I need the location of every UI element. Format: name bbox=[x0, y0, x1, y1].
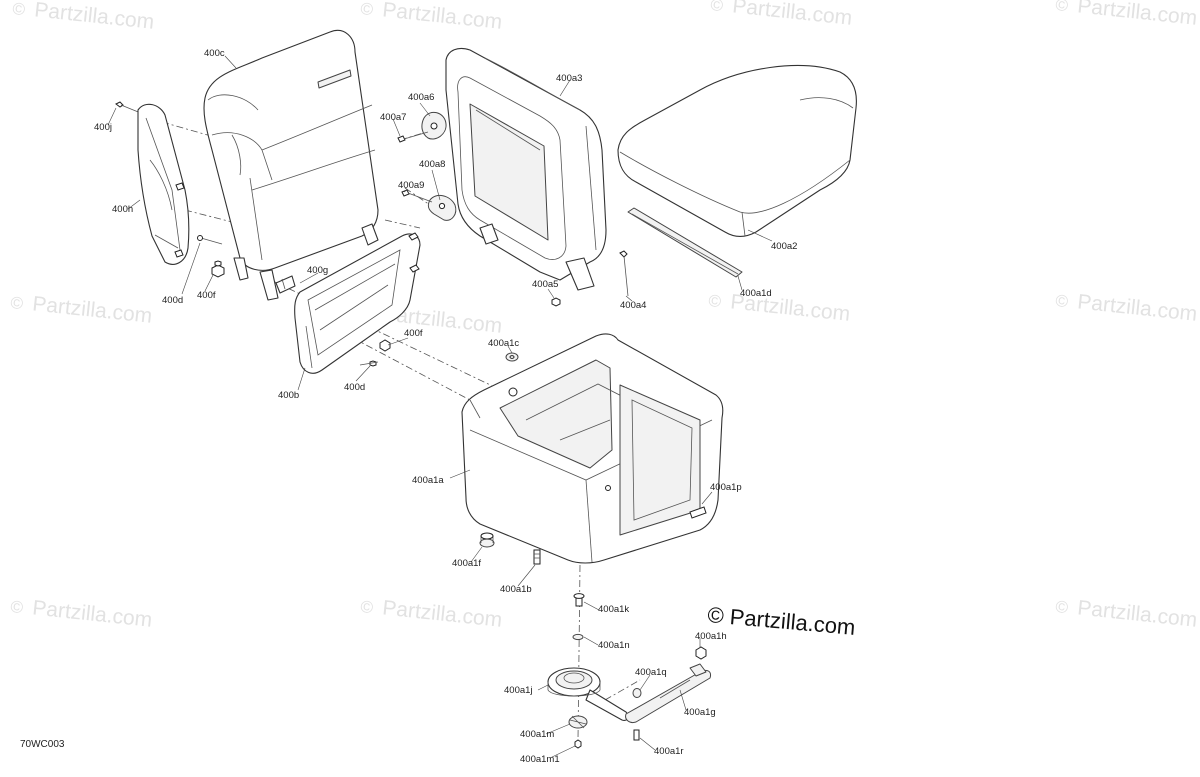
spacer-400a1h bbox=[695, 646, 707, 660]
callout-400a1n: 400a1n bbox=[598, 640, 630, 651]
svg-text:©: © bbox=[708, 291, 723, 311]
callout-400j: 400j bbox=[94, 122, 112, 133]
back-panel-400b bbox=[294, 232, 421, 374]
callout-400a8: 400a8 bbox=[419, 159, 445, 170]
svg-text:©: © bbox=[10, 293, 25, 313]
svg-text:Partzilla.com: Partzilla.com bbox=[1076, 596, 1198, 631]
screw-400a4 bbox=[619, 250, 629, 297]
leader-lines bbox=[107, 55, 773, 759]
copyright-notice: © Partzilla.com bbox=[707, 602, 857, 640]
svg-text:Partzilla.com: Partzilla.com bbox=[31, 292, 153, 327]
bracket-400g bbox=[275, 275, 296, 294]
swivel-plate-400a1j bbox=[547, 667, 629, 721]
callout-400d: 400d bbox=[344, 382, 365, 393]
svg-text:©: © bbox=[360, 0, 375, 19]
watermark: © Partzilla.com bbox=[10, 292, 154, 327]
callout-400a1f: 400a1f bbox=[452, 558, 481, 569]
fasteners-400d-400f-left bbox=[197, 235, 225, 278]
svg-text:Partzilla.com: Partzilla.com bbox=[381, 596, 503, 631]
callout-400a1d: 400a1d bbox=[740, 288, 772, 299]
callout-400a1b: 400a1b bbox=[500, 584, 532, 595]
callout-400a1m1: 400a1m1 bbox=[520, 754, 560, 765]
seat-back-400c bbox=[203, 30, 379, 301]
callout-400a1j: 400a1j bbox=[504, 685, 533, 696]
strip-400a1d bbox=[627, 207, 743, 278]
knob-400a6 bbox=[421, 111, 447, 140]
callout-400a3: 400a3 bbox=[556, 73, 582, 84]
watermark: © Partzilla.com bbox=[708, 290, 852, 325]
svg-text:©: © bbox=[1055, 0, 1070, 15]
screw-400a1r bbox=[633, 729, 640, 741]
watermark: © Partzilla.com bbox=[1055, 0, 1199, 30]
callout-400c: 400c bbox=[204, 48, 225, 59]
side-cover-400h bbox=[137, 103, 190, 265]
svg-text:Partzilla.com: Partzilla.com bbox=[1076, 0, 1198, 30]
svg-text:Partzilla.com: Partzilla.com bbox=[1076, 290, 1198, 325]
screw-400a9 bbox=[401, 189, 433, 203]
watermark: © Partzilla.com bbox=[12, 0, 156, 34]
callout-400a1c: 400a1c bbox=[488, 338, 519, 349]
callout-400a6: 400a6 bbox=[408, 92, 434, 103]
svg-text:Partzilla.com: Partzilla.com bbox=[33, 0, 155, 34]
callout-400a1m: 400a1m bbox=[520, 729, 554, 740]
svg-text:Partzilla.com: Partzilla.com bbox=[731, 0, 853, 30]
callout-400h: 400h bbox=[112, 204, 133, 215]
lever-400a1g bbox=[625, 663, 711, 723]
svg-text:©: © bbox=[1055, 597, 1070, 617]
callout-400d: 400d bbox=[162, 295, 183, 306]
callout-400g: 400g bbox=[307, 265, 328, 276]
callout-400f: 400f bbox=[404, 328, 423, 339]
callout-400a5: 400a5 bbox=[532, 279, 558, 290]
svg-text:©: © bbox=[10, 597, 25, 617]
watermark: © Partzilla.com bbox=[710, 0, 854, 30]
seat-cushion-400a2 bbox=[617, 64, 857, 238]
callout-400a1q: 400a1q bbox=[635, 667, 667, 678]
callout-400a1p: 400a1p bbox=[710, 482, 742, 493]
watermark: © Partzilla.com bbox=[10, 596, 154, 631]
callout-400a1r: 400a1r bbox=[654, 746, 684, 757]
svg-text:Partzilla.com: Partzilla.com bbox=[31, 596, 153, 631]
nut-400a5 bbox=[551, 297, 561, 307]
callout-400a2: 400a2 bbox=[771, 241, 797, 252]
callout-400a1k: 400a1k bbox=[598, 604, 629, 615]
watermark: © Partzilla.com bbox=[1055, 290, 1199, 325]
svg-text:©: © bbox=[12, 0, 27, 19]
callout-400a1h: 400a1h bbox=[695, 631, 727, 642]
nut-400a1m1 bbox=[574, 739, 582, 749]
bolt-400a1k bbox=[573, 593, 585, 607]
callout-400a4: 400a4 bbox=[620, 300, 646, 311]
callout-400a9: 400a9 bbox=[398, 180, 424, 191]
bracket-400a8 bbox=[427, 194, 457, 221]
foot-400a1f bbox=[479, 532, 495, 548]
callout-400b: 400b bbox=[278, 390, 299, 401]
gear-400a1m bbox=[568, 715, 588, 729]
svg-text:©: © bbox=[1055, 291, 1070, 311]
screw-400a7 bbox=[397, 131, 429, 143]
washer-400a1q bbox=[632, 688, 642, 698]
fasteners-400f-400d-mid bbox=[359, 339, 391, 367]
callout-400a1a: 400a1a bbox=[412, 475, 444, 486]
seat-frame-400a3 bbox=[445, 47, 607, 291]
washer-400a1n bbox=[572, 633, 584, 641]
svg-text:Partzilla.com: Partzilla.com bbox=[381, 0, 503, 34]
diagram-code: 70WC003 bbox=[20, 739, 65, 750]
callout-400a7: 400a7 bbox=[380, 112, 406, 123]
seat-base-400a1a bbox=[461, 333, 724, 564]
callout-labels: 400c 400j 400h 400d 400f 400g 400f 400d … bbox=[94, 48, 797, 765]
watermark: © Partzilla.com bbox=[1055, 596, 1199, 631]
watermark: © Partzilla.com bbox=[360, 596, 504, 631]
callout-400f: 400f bbox=[197, 290, 216, 301]
svg-text:©: © bbox=[710, 0, 725, 15]
callout-400a1g: 400a1g bbox=[684, 707, 716, 718]
bolt-400a1b bbox=[533, 549, 541, 565]
washer-400a1c bbox=[505, 352, 519, 362]
watermark: © Partzilla.com bbox=[360, 0, 504, 34]
svg-text:©: © bbox=[360, 597, 375, 617]
